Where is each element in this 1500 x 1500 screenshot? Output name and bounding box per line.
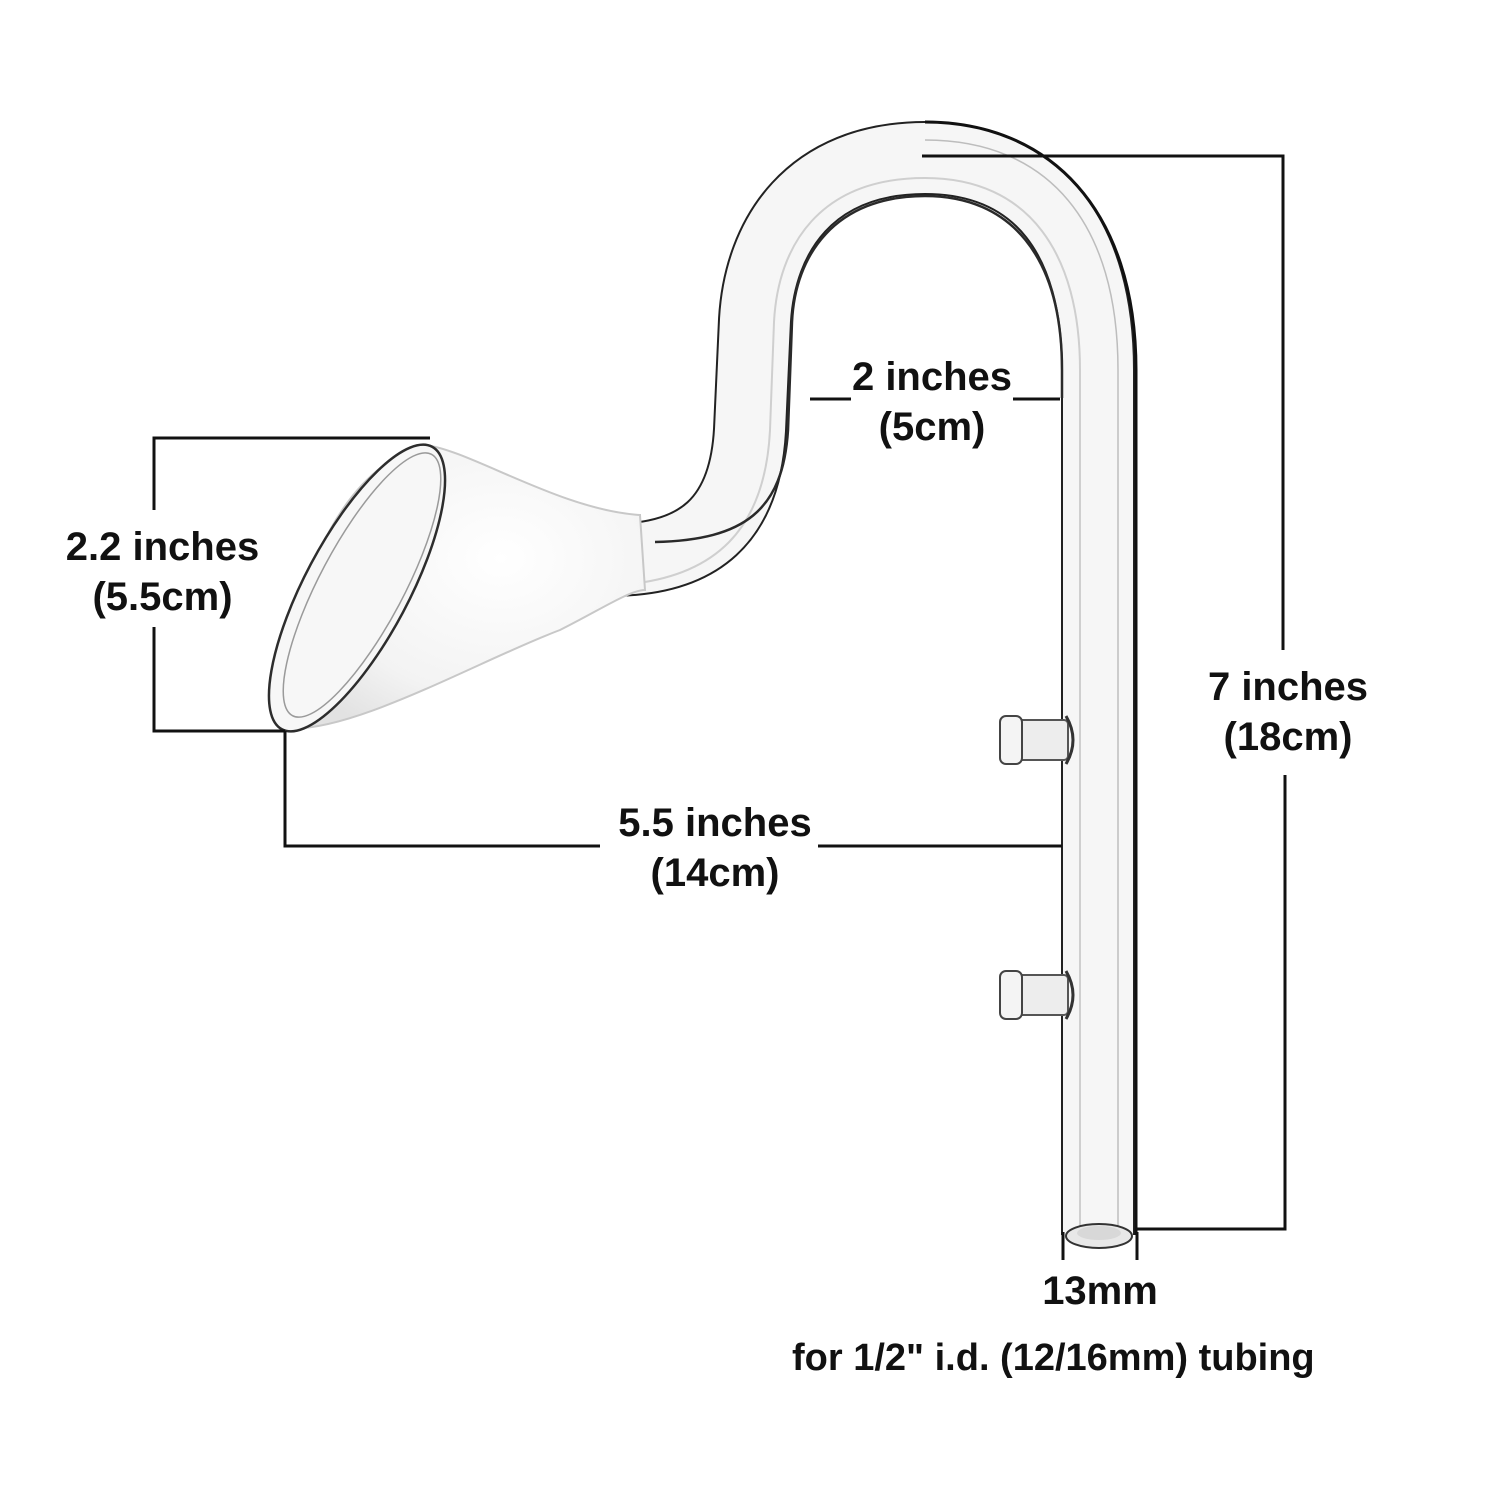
height-inches: 7 inches: [1207, 665, 1369, 709]
tube-od-label: 13mm: [1020, 1266, 1180, 1316]
funnel-diameter-inches: 2.2 inches: [65, 525, 260, 569]
bend-width-cm: (5cm): [878, 405, 986, 449]
bend-width-label: 2 inches (5cm): [832, 352, 1032, 452]
depth-label: 5.5 inches (14cm): [600, 798, 830, 898]
dimension-lines: [152, 154, 1287, 1260]
height-label: 7 inches (18cm): [1188, 662, 1388, 762]
funnel-diameter-label: 2.2 inches (5.5cm): [40, 522, 285, 622]
depth-inches: 5.5 inches: [618, 801, 812, 845]
lily-funnel: [267, 443, 647, 733]
height-cm: (18cm): [1223, 715, 1353, 759]
bend-width-inches: 2 inches: [851, 355, 1013, 399]
tube-od-value: 13mm: [1042, 1269, 1158, 1313]
depth-cm: (14cm): [650, 851, 780, 895]
funnel-diameter-cm: (5.5cm): [92, 575, 233, 619]
dimension-line-depth: [283, 731, 600, 848]
glass-tube: [609, 120, 1138, 1249]
dimension-line-height: [922, 154, 1285, 650]
hose-port-lower: [999, 970, 1075, 1020]
hose-port-upper: [999, 715, 1075, 765]
dimension-line-funnel: [152, 436, 430, 510]
tubing-compatibility-caption: for 1/2" i.d. (12/16mm) tubing: [792, 1337, 1315, 1379]
